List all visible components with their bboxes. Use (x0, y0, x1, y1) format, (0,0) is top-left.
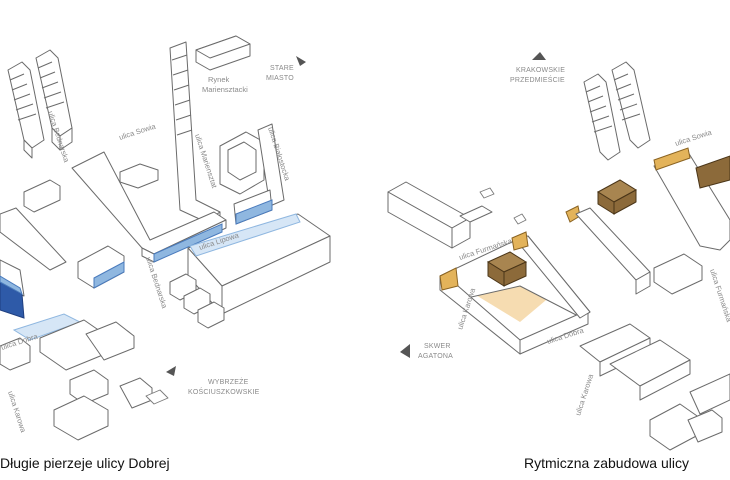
label-krakowskie: KRAKOWSKIE (516, 67, 565, 74)
building-brown-mass (597, 179, 637, 215)
building-mid-right (575, 207, 703, 295)
direction-arrow-icon (296, 56, 306, 66)
building-rynek (195, 35, 251, 71)
building-courtyard (219, 131, 265, 195)
label-bednarska: ulica Bednarska (144, 256, 169, 310)
left-panel: Rynek Mariensztacki STARE MIASTO ulica S… (0, 35, 331, 441)
label-sowia-right: ulica Sowia (674, 127, 714, 148)
building-rowhouses-left (7, 49, 73, 159)
label-furmanska-edge: ulica Furmańska (708, 268, 730, 324)
building-left-small (23, 179, 61, 213)
label-sowia: ulica Sowia (118, 121, 158, 142)
label-mariensztat: ulica Mariensztat (193, 133, 219, 190)
building-lower-left (0, 319, 169, 441)
right-caption: Rytmiczna zabudowa ulicy (524, 455, 689, 471)
building-cluster-center (169, 273, 225, 329)
north-arrow-icon (532, 52, 546, 60)
label-agatona: AGATONA (418, 353, 453, 360)
building-long-lipowa (71, 151, 227, 263)
building-sowia-right (653, 147, 730, 251)
left-caption: Długie pierzeje ulicy Dobrej (0, 455, 170, 471)
label-rynek-2: Mariensztacki (202, 85, 248, 94)
direction-arrow-icon (166, 366, 176, 376)
direction-arrow-icon (400, 344, 410, 358)
label-stare: STARE (270, 65, 294, 72)
building-large-platform (187, 213, 331, 315)
label-karowa: ulica Karowa (6, 390, 28, 434)
label-przedmiescie: PRZEDMIEŚCIE (510, 75, 565, 84)
building-sowia-small (119, 163, 159, 189)
label-karowa-lower: ulica Karowa (573, 372, 595, 416)
building-bednarska-blue (77, 245, 125, 289)
building-rowhouses-right (583, 61, 651, 161)
label-rynek: Rynek (208, 75, 230, 84)
building-central-ushape (439, 231, 591, 355)
right-panel: KRAKOWSKIE PRZEDMIEŚCIE ulica Sowia ulic… (387, 52, 730, 451)
label-skwer: SKWER (424, 343, 451, 350)
building-right-left-cluster (387, 181, 527, 249)
label-wybrzeze-2: KOŚCIUSZKOWSKIE (188, 387, 260, 396)
label-wybrzeze-1: WYBRZEŻE (208, 377, 249, 386)
building-dobra-frontage (0, 207, 67, 319)
building-lower-right (579, 323, 730, 451)
label-miasto: MIASTO (266, 75, 294, 82)
building-bialostocka (233, 123, 285, 225)
